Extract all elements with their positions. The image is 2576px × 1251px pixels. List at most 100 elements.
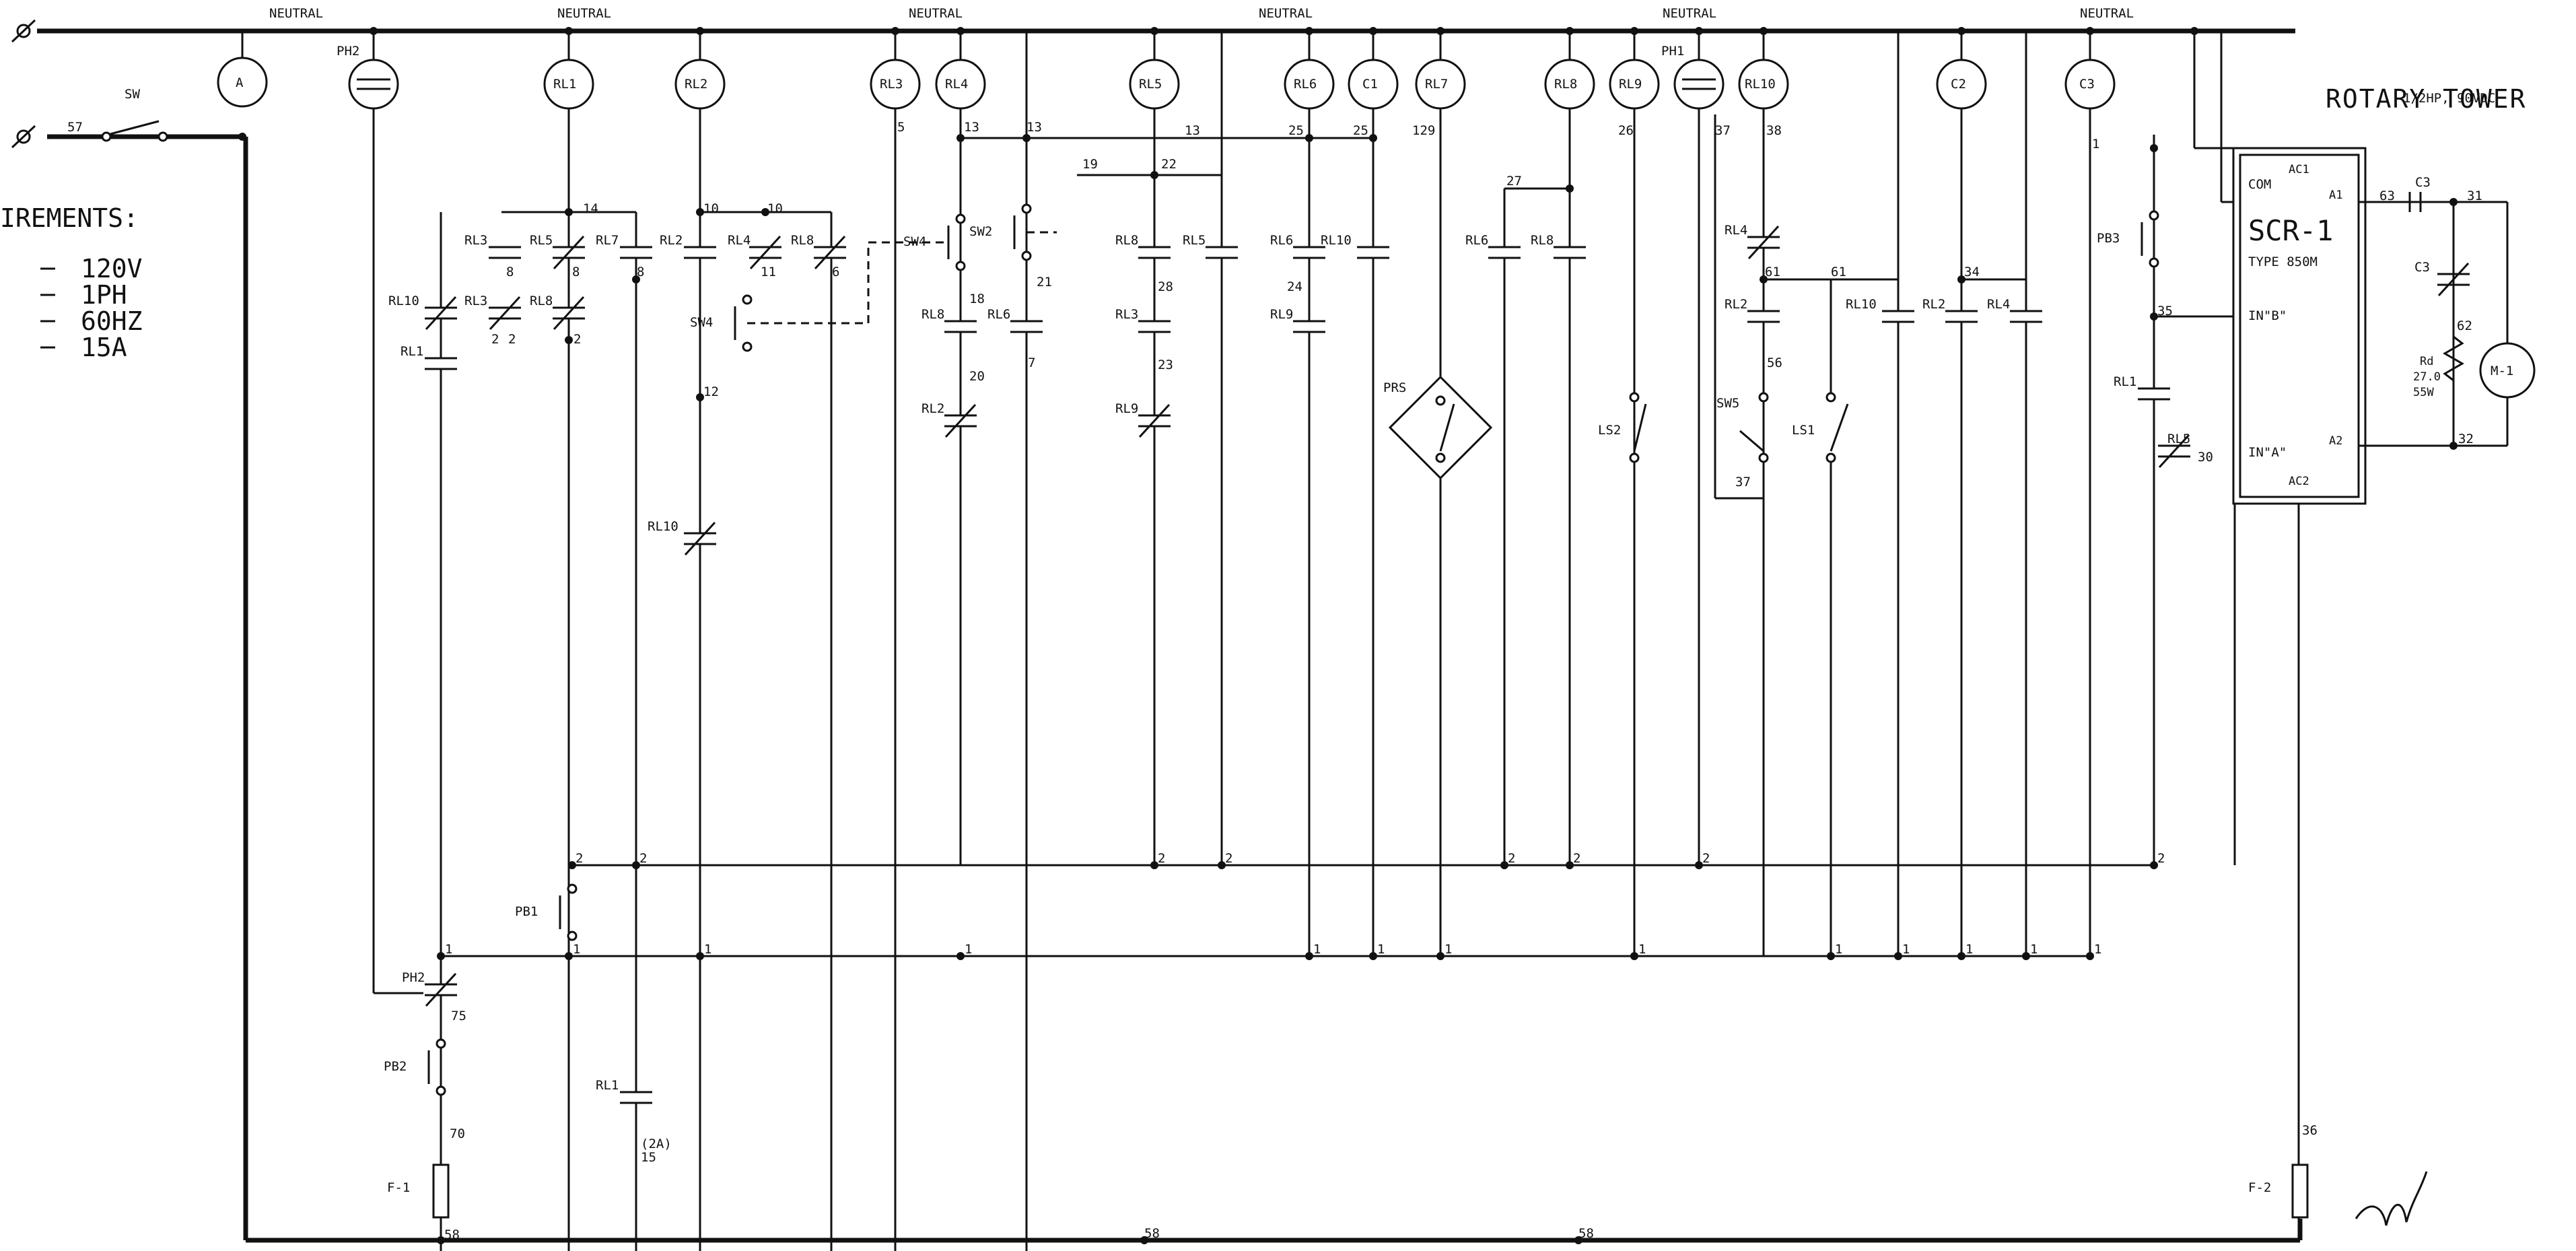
rail-tag-2: 2 (1225, 851, 1232, 866)
contact-rl7a: RL7 (596, 233, 654, 259)
contact-label: RL9 (1115, 401, 1138, 416)
contact-label: RL6 (1465, 233, 1488, 248)
contact-label: RL10 (648, 519, 678, 534)
svg-text:RL2: RL2 (685, 77, 707, 92)
wire-number: 10 (703, 201, 719, 216)
svg-text:SW4: SW4 (690, 315, 713, 330)
rail-tag-1: 1 (1377, 942, 1385, 957)
rl9-coil: RL9 (1609, 59, 1660, 110)
contact-rl6c: RL6 (1465, 233, 1522, 259)
contact-label: RL10 (388, 294, 419, 308)
contact-label: RL1 (596, 1078, 619, 1093)
wire-number: 28 (1158, 279, 1173, 294)
wire-number: 11 (761, 265, 776, 279)
junction-dot (1369, 952, 1377, 960)
switch-pb1: PB1 (515, 883, 578, 941)
junction-dot (2449, 442, 2458, 450)
main-switch-label: SW (125, 87, 140, 102)
wire-number: 15 (641, 1150, 656, 1165)
wire-number: 58 (1144, 1226, 1160, 1241)
contact-label: RL1 (2114, 374, 2136, 389)
scr-name: SCR-1 (2248, 214, 2333, 247)
switch-sw4b: SW4 (690, 294, 753, 352)
junction-dots (238, 27, 2458, 1244)
junction-dot (370, 27, 378, 35)
rail-tag-1: 1 (704, 942, 711, 957)
wire-number: 129 (1412, 123, 1435, 138)
svg-text:IN"A": IN"A" (2248, 445, 2287, 460)
ph1-lamp: PH1 (1661, 44, 1725, 110)
contact-rl1b: RL1 (2114, 374, 2171, 401)
wire-number: 22 (1161, 157, 1177, 172)
contact-rl3a: RL3 (464, 233, 522, 259)
fuse-f2 (2291, 1163, 2309, 1219)
contact-rl6b: RL6 (1270, 233, 1327, 259)
prs-switch (1388, 375, 1493, 480)
wire-number: 70 (450, 1126, 465, 1141)
junction-dot (1630, 27, 1638, 35)
contact-label: RL2 (660, 233, 683, 248)
contact-label: RL8 (1531, 233, 1554, 248)
contact-label: RL8 (921, 307, 944, 322)
motor-spec: 1/2HP, 90VDC (2403, 91, 2495, 106)
wire-number: 7 (1028, 356, 1035, 370)
wire-number: 8 (637, 265, 644, 279)
contact-label: RL10 (1321, 233, 1352, 248)
junction-dot (891, 27, 899, 35)
contact-label: RL2 (921, 401, 944, 416)
svg-text:PB1: PB1 (515, 904, 538, 919)
rail-tag-1: 1 (573, 942, 580, 957)
signature (2355, 1171, 2428, 1226)
req-frequency: 60HZ (81, 306, 143, 336)
svg-text:RL8: RL8 (1554, 77, 1577, 92)
svg-text:Rd: Rd (2420, 355, 2433, 368)
junction-dot (565, 208, 573, 216)
contact-label: RL6 (1270, 233, 1293, 248)
rail-tag-2: 2 (1702, 851, 1710, 866)
rl8-coil: RL8 (1544, 59, 1595, 110)
svg-text:RL10: RL10 (1745, 77, 1776, 92)
rl10-coil: RL10 (1738, 59, 1789, 110)
wire-number: 26 (1618, 123, 1634, 138)
junction-dot (1140, 1236, 1148, 1244)
wire-number: 1 (2092, 137, 2099, 151)
junction-dot (238, 133, 246, 141)
fuse-f1 (432, 1163, 450, 1219)
wire-number: 20 (969, 369, 985, 384)
wire-number: 2 (491, 332, 499, 347)
junction-dot (1566, 861, 1574, 869)
svg-text:PB3: PB3 (2097, 231, 2120, 246)
contact-label: RL4 (1725, 223, 1747, 238)
svg-text:NEUTRAL: NEUTRAL (1259, 6, 1313, 21)
req-voltage: 120V (81, 254, 143, 283)
contact-label: RL2 (1922, 297, 1945, 312)
contact-rl3b: RL3 (464, 294, 522, 331)
svg-text:PH1: PH1 (1661, 44, 1684, 59)
rail-tag-1: 1 (1965, 942, 1973, 957)
junction-dot (2150, 144, 2158, 152)
contact-rl10a: RL10 (388, 294, 458, 331)
contact-label: RL2 (1725, 297, 1747, 312)
contact-rl4d: RL4 (1987, 297, 2044, 323)
svg-text:NEUTRAL: NEUTRAL (2080, 6, 2134, 21)
junction-dot (632, 275, 640, 283)
svg-text:RL1: RL1 (553, 77, 576, 92)
rail-tag-1: 1 (1835, 942, 1842, 957)
rail-tag-1: 1 (1638, 942, 1646, 957)
req-current: 15A (81, 333, 127, 362)
wire-number: 38 (1766, 123, 1782, 138)
wire-number: 13 (964, 120, 979, 135)
wire-number: 19 (1082, 157, 1098, 172)
svg-text:LS2: LS2 (1598, 423, 1621, 438)
wire-number: (2A) (641, 1137, 672, 1151)
contact-c3b: C3 (2414, 260, 2471, 297)
junction-dot (1957, 275, 1965, 283)
contact-rl2a: RL2 (660, 233, 718, 259)
ph2-lamp: PH2 (337, 44, 399, 110)
contact-label: C3 (2414, 260, 2430, 275)
junction-dot (956, 27, 965, 35)
rail-tag-2: 2 (2157, 851, 2165, 866)
svg-text:NEUTRAL: NEUTRAL (909, 6, 963, 21)
